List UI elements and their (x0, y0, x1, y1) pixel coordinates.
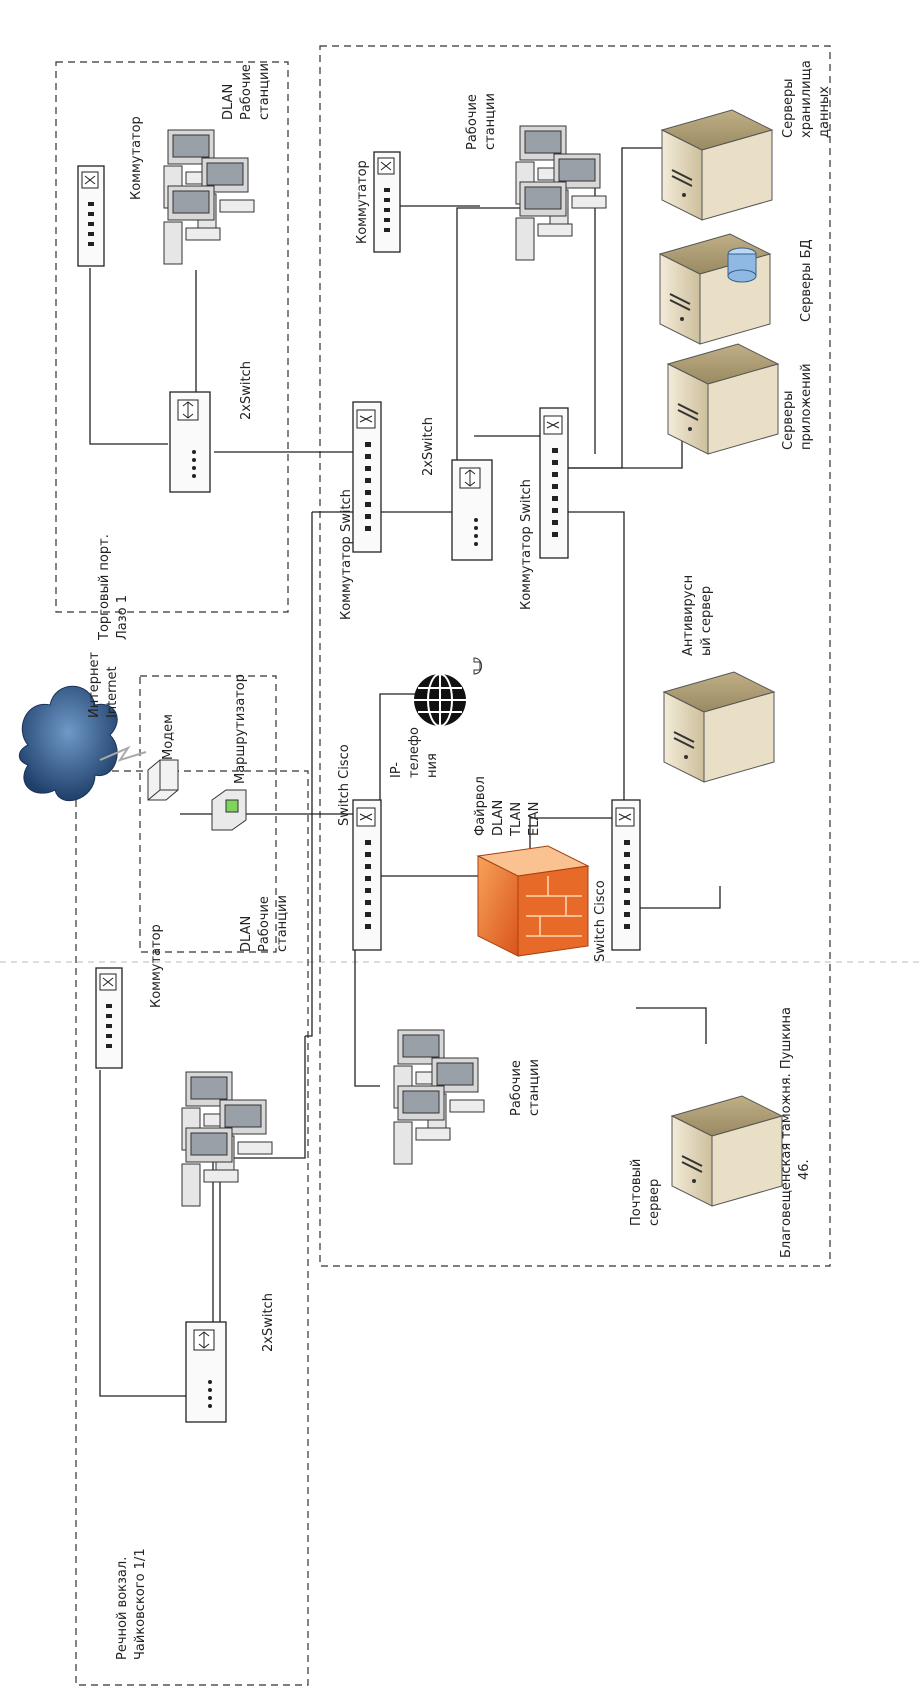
svg-text:Торговый порт.Лазо 1: Торговый порт.Лазо 1 (97, 534, 130, 641)
firewall-icon (478, 846, 588, 956)
main-commutator-label: Коммутатор (355, 160, 370, 244)
router-label: Маршрутизатор (233, 674, 248, 784)
rech-router-label: 2xSwitch (261, 1293, 276, 1352)
main-workstations-icon (516, 126, 606, 260)
mail-server-icon (672, 1096, 782, 1206)
rech-2xswitch (186, 1322, 226, 1422)
app-servers-icon (668, 344, 778, 454)
storage-server-icon (662, 110, 772, 220)
rech-commutator-label: Коммутатор (149, 924, 164, 1008)
antivirus-server-icon (664, 672, 774, 782)
torg-site-line1: Торговый порт. (97, 534, 112, 641)
router-icon (212, 790, 246, 830)
main-2xswitch (452, 460, 492, 560)
rech-commutator (96, 968, 122, 1068)
switch-cisco-top-label: Switch Cisco (337, 744, 352, 826)
rech-vokzal-site-box (76, 771, 308, 1685)
torg-router-label: 2xSwitch (239, 361, 254, 420)
torg-2xswitch (170, 392, 210, 492)
center-workstations-icon (394, 1030, 484, 1164)
main-commutator (374, 152, 400, 252)
connections (90, 148, 720, 1396)
internet-cloud-icon (19, 686, 146, 800)
main-switch-lower (540, 408, 568, 558)
switch-cisco-bottom-label: Switch Cisco (593, 880, 608, 962)
rech-workstations-icon (182, 1072, 272, 1206)
db-servers-label: Серверы БД (799, 239, 814, 322)
switch-cisco-bottom (612, 800, 640, 950)
modem-label: Модем (161, 714, 176, 760)
switch-lower-label: Коммутатор Switch (519, 479, 534, 610)
modem-icon (148, 760, 178, 800)
torg-commutator (78, 166, 104, 266)
main-router-label: 2xSwitch (421, 417, 436, 476)
svg-text:Речной вокзал.Чайковского 1/1: Речной вокзал.Чайковского 1/1 (115, 1548, 148, 1660)
torg-commutator-label: Коммутатор (129, 116, 144, 200)
torg-workstations-icon (164, 130, 254, 264)
ip-phone-globe-icon (414, 658, 482, 726)
db-cylinder-icon (728, 248, 756, 282)
switch-cisco-top (353, 800, 381, 950)
switch-upper-label: Коммутатор Switch (339, 489, 354, 620)
main-switch-upper (353, 402, 381, 552)
torg-site-line2: Лазо 1 (115, 595, 130, 640)
